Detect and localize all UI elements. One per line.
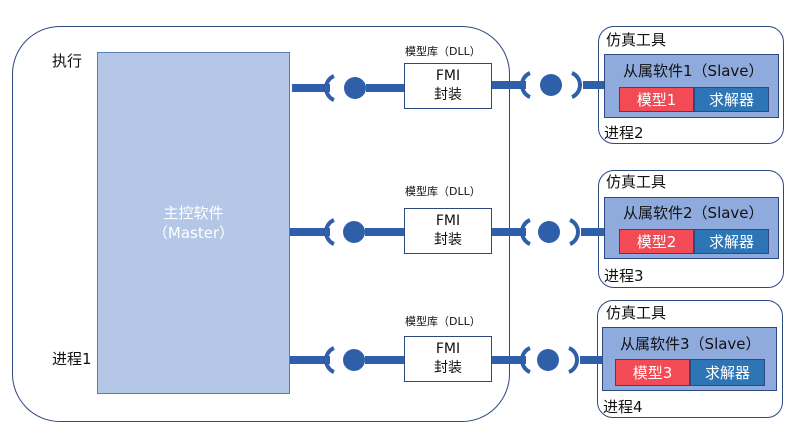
model-3-box: 模型3	[615, 359, 690, 386]
solver-3-box: 求解器	[690, 359, 765, 386]
solver-1-label: 求解器	[708, 91, 754, 109]
process-3-label: 进程3	[604, 267, 644, 285]
connector-fmi-slave-3	[492, 346, 602, 374]
tool-3-title: 仿真工具	[606, 304, 667, 322]
model-2-label: 模型2	[636, 233, 677, 251]
fmi-wrapper-1: FMI 封装	[404, 63, 492, 109]
master-subtitle: （Master）	[152, 224, 235, 242]
fmi-wrap-label-2: 封装	[434, 232, 462, 248]
solver-2-label: 求解器	[708, 233, 754, 251]
model-3-label: 模型3	[632, 364, 673, 382]
fmi-wrapper-3: FMI 封装	[404, 336, 492, 382]
model-library-label-1: 模型库（DLL）	[405, 45, 481, 58]
connector-master-fmi-1	[292, 74, 404, 102]
fmi-wrapper-2: FMI 封装	[404, 208, 492, 254]
slave-3-label: 从属软件3（Slave）	[620, 335, 761, 353]
master-software-block: 主控软件 （Master）	[97, 52, 290, 394]
process-2-label: 进程2	[604, 124, 644, 142]
fmi-label-1: FMI	[435, 68, 461, 84]
tool-1-title: 仿真工具	[606, 31, 667, 49]
process-1-label: 进程1	[52, 350, 92, 368]
solver-1-box: 求解器	[694, 87, 769, 112]
model-library-label-3: 模型库（DLL）	[405, 315, 481, 328]
master-title: 主控软件	[163, 204, 224, 222]
fmi-label-2: FMI	[435, 213, 461, 229]
model-library-label-2: 模型库（DLL）	[405, 185, 481, 198]
slave-1-label: 从属软件1（Slave）	[623, 62, 764, 80]
tool-2-title: 仿真工具	[606, 173, 667, 191]
solver-2-box: 求解器	[694, 229, 769, 254]
fmi-wrap-label-3: 封装	[434, 360, 462, 376]
fmi-label-3: FMI	[435, 341, 461, 357]
process-4-label: 进程4	[603, 398, 643, 416]
model-2-box: 模型2	[619, 229, 694, 254]
exec-label: 执行	[52, 52, 83, 70]
connector-fmi-slave-1	[492, 71, 604, 99]
model-1-label: 模型1	[636, 91, 677, 109]
fmi-wrap-label-1: 封装	[434, 87, 462, 103]
connector-fmi-slave-2	[492, 218, 604, 246]
model-1-box: 模型1	[619, 87, 694, 112]
slave-2-label: 从属软件2（Slave）	[623, 204, 764, 222]
connector-master-fmi-2	[290, 218, 404, 246]
connector-master-fmi-3	[290, 346, 404, 374]
solver-3-label: 求解器	[704, 364, 750, 382]
